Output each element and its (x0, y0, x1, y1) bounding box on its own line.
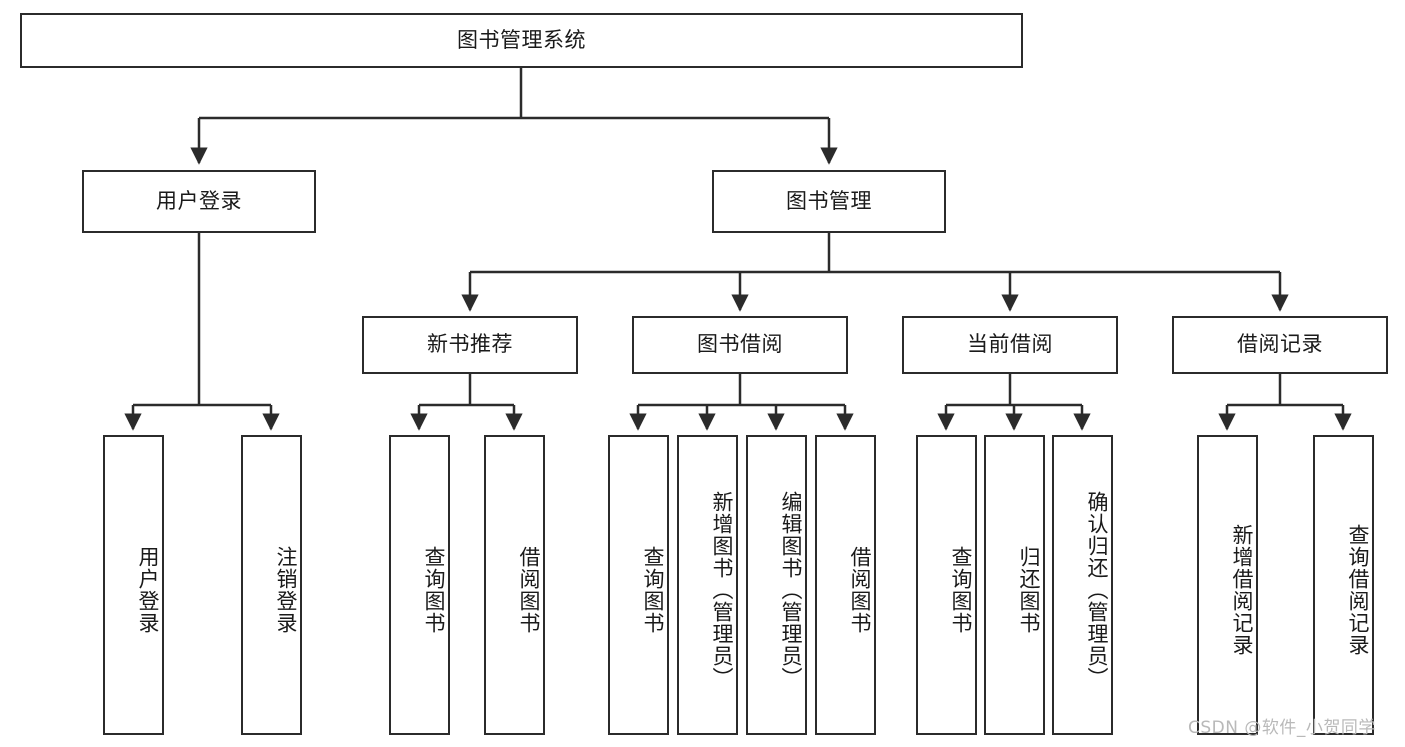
node-user-login[interactable]: 用户登录 (82, 170, 316, 233)
node-leaf-edit-book[interactable]: 编辑图书（管理员） (746, 435, 807, 735)
node-leaf-confirm-return-label: 确认归还（管理员） (1085, 491, 1109, 689)
node-leaf-query-book-2-label: 查询图书 (641, 546, 665, 634)
node-leaf-return-book[interactable]: 归还图书 (984, 435, 1045, 735)
node-leaf-query-record[interactable]: 查询借阅记录 (1313, 435, 1374, 735)
node-leaf-query-book-3-label: 查询图书 (949, 546, 973, 634)
node-borrow-record[interactable]: 借阅记录 (1172, 316, 1388, 374)
node-leaf-user-login[interactable]: 用户登录 (103, 435, 164, 735)
node-leaf-borrow-book-1-label: 借阅图书 (517, 546, 541, 634)
book-borrow-to-leaves-connectors (629, 374, 854, 431)
node-leaf-borrow-book-1[interactable]: 借阅图书 (484, 435, 545, 735)
node-leaf-add-record[interactable]: 新增借阅记录 (1197, 435, 1258, 735)
node-book-borrow[interactable]: 图书借阅 (632, 316, 848, 374)
node-current-borrow[interactable]: 当前借阅 (902, 316, 1118, 374)
book-manage-to-level2-connectors (461, 233, 1289, 312)
node-book-manage[interactable]: 图书管理 (712, 170, 946, 233)
node-new-book-rec-label: 新书推荐 (427, 332, 513, 357)
root-to-level1-connectors (190, 68, 838, 165)
node-leaf-edit-book-label: 编辑图书（管理员） (779, 491, 803, 689)
node-borrow-record-label: 借阅记录 (1237, 332, 1323, 357)
node-leaf-borrow-book-2[interactable]: 借阅图书 (815, 435, 876, 735)
node-leaf-user-logout-label: 注销登录 (274, 546, 298, 634)
node-root[interactable]: 图书管理系统 (20, 13, 1023, 68)
new-book-rec-to-leaves-connectors (410, 374, 523, 431)
node-leaf-return-book-label: 归还图书 (1017, 546, 1041, 634)
node-book-borrow-label: 图书借阅 (697, 332, 783, 357)
node-leaf-add-record-label: 新增借阅记录 (1230, 524, 1254, 656)
node-new-book-rec[interactable]: 新书推荐 (362, 316, 578, 374)
node-leaf-user-logout[interactable]: 注销登录 (241, 435, 302, 735)
node-leaf-add-book[interactable]: 新增图书（管理员） (677, 435, 738, 735)
user-login-to-leaves-connectors (124, 233, 280, 431)
node-leaf-query-record-label: 查询借阅记录 (1346, 524, 1370, 656)
node-leaf-add-book-label: 新增图书（管理员） (710, 491, 734, 689)
node-leaf-query-book-1[interactable]: 查询图书 (389, 435, 450, 735)
node-current-borrow-label: 当前借阅 (967, 332, 1053, 357)
node-leaf-borrow-book-2-label: 借阅图书 (848, 546, 872, 634)
node-leaf-user-login-label: 用户登录 (136, 546, 160, 634)
node-leaf-confirm-return[interactable]: 确认归还（管理员） (1052, 435, 1113, 735)
node-root-label: 图书管理系统 (457, 27, 586, 52)
csdn-watermark: CSDN @软件_小贺同学 (1188, 718, 1376, 738)
node-leaf-query-book-2[interactable]: 查询图书 (608, 435, 669, 735)
borrow-record-to-leaves-connectors (1218, 374, 1352, 431)
current-borrow-to-leaves-connectors (937, 374, 1091, 431)
node-leaf-query-book-3[interactable]: 查询图书 (916, 435, 977, 735)
node-book-manage-label: 图书管理 (786, 188, 872, 213)
node-leaf-query-book-1-label: 查询图书 (422, 546, 446, 634)
node-user-login-label: 用户登录 (156, 188, 242, 213)
